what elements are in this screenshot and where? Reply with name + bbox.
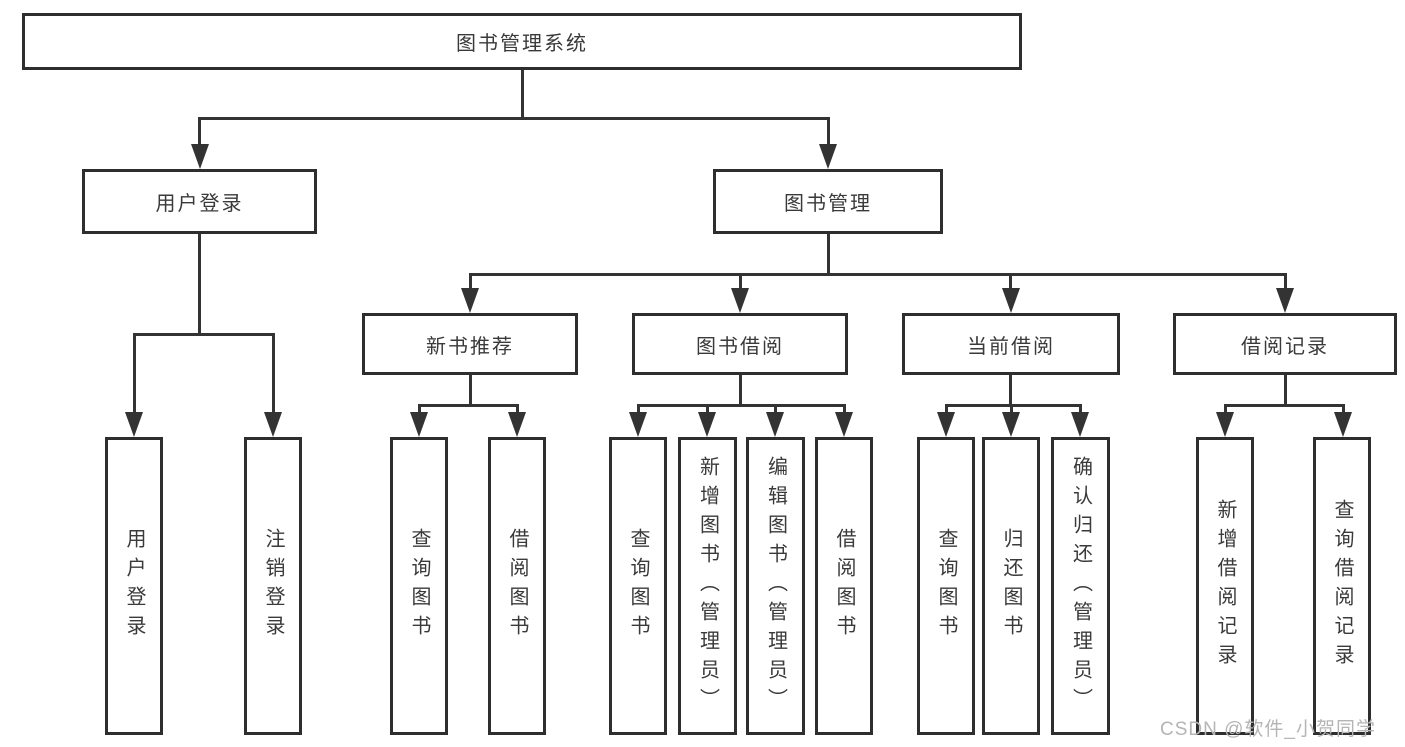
connector-line <box>1223 404 1227 416</box>
connector-line <box>417 404 519 407</box>
leaf-add-borrow-record-label: 新增借阅记录 <box>1214 499 1236 673</box>
arrowhead-icon <box>1002 412 1020 437</box>
connector-line <box>826 117 830 155</box>
leaf-return-books-label: 归还图书 <box>1000 528 1022 644</box>
connector-line <box>738 273 742 290</box>
connector-line <box>132 333 136 413</box>
connector-line <box>1009 375 1012 406</box>
leaf-confirm-return-admin-label: 确认归还（管理员） <box>1069 455 1092 717</box>
connector-line <box>271 333 275 413</box>
connector-line <box>132 333 275 336</box>
arrowhead-icon <box>190 144 209 169</box>
node-user-login: 用户登录 <box>82 169 317 234</box>
leaf-borrow-books-label: 借阅图书 <box>833 528 855 644</box>
node-user-login-label: 用户登录 <box>155 193 244 215</box>
leaf-query-borrow-record: 查询借阅记录 <box>1313 437 1371 735</box>
connector-line <box>944 404 1082 407</box>
arrowhead-icon <box>1216 412 1234 437</box>
leaf-query-books-recommend: 查询图书 <box>390 437 448 735</box>
node-current-borrow-label: 当前借阅 <box>967 335 1055 358</box>
leaf-query-books-recommend-label: 查询图书 <box>408 528 430 644</box>
root-node: 图书管理系统 <box>22 13 1022 70</box>
leaf-confirm-return-admin: 确认归还（管理员） <box>1051 437 1110 735</box>
arrowhead-icon <box>1001 288 1020 313</box>
arrowhead-icon <box>410 412 428 437</box>
arrowhead-icon <box>766 412 784 437</box>
arrowhead-icon <box>1071 412 1089 437</box>
connector-line <box>1009 273 1012 290</box>
connector-line <box>468 375 472 406</box>
leaf-user-login-label: 用户登录 <box>123 528 145 644</box>
connector-line <box>198 117 830 120</box>
node-book-management-label: 图书管理 <box>784 193 872 215</box>
leaf-add-books-admin-label: 新增图书（管理员） <box>696 455 719 717</box>
arrowhead-icon <box>698 412 716 437</box>
node-book-management: 图书管理 <box>713 169 943 234</box>
arrowhead-icon <box>461 288 479 313</box>
leaf-add-borrow-record: 新增借阅记录 <box>1196 437 1254 735</box>
connector-line <box>636 404 640 416</box>
leaf-add-books-admin: 新增图书（管理员） <box>678 437 737 735</box>
root-node-label: 图书管理系统 <box>456 33 588 55</box>
arrowhead-icon <box>1276 288 1294 313</box>
arrowhead-icon <box>937 412 955 437</box>
leaf-query-borrow-record-label: 查询借阅记录 <box>1331 499 1353 673</box>
leaf-query-books-borrow-label: 查询图书 <box>627 528 649 644</box>
connector-line <box>842 404 846 416</box>
connector-line <box>636 404 846 407</box>
node-new-book-recommend: 新书推荐 <box>362 313 578 375</box>
node-borrow-records-label: 借阅记录 <box>1241 335 1329 358</box>
connector-line <box>773 404 777 416</box>
arrowhead-icon <box>819 144 837 169</box>
leaf-edit-books-admin-label: 编辑图书（管理员） <box>764 455 787 717</box>
connector-line <box>198 117 201 155</box>
connector-line <box>468 273 1287 276</box>
node-borrow-records: 借阅记录 <box>1173 313 1397 375</box>
arrowhead-icon <box>835 412 853 437</box>
leaf-query-books-current-label: 查询图书 <box>935 528 957 644</box>
connector-line <box>1223 404 1345 407</box>
leaf-borrow-books: 借阅图书 <box>815 437 873 735</box>
csdn-watermark: CSDN @软件_小贺同学 <box>1160 719 1376 740</box>
leaf-logout-login-label: 注销登录 <box>262 528 284 644</box>
leaf-logout-login: 注销登录 <box>244 437 302 735</box>
arrowhead-icon <box>731 288 749 313</box>
node-new-book-recommend-label: 新书推荐 <box>426 335 514 358</box>
connector-line <box>1009 404 1013 416</box>
connector-line <box>705 404 709 416</box>
leaf-user-login: 用户登录 <box>105 437 163 735</box>
node-current-borrow: 当前借阅 <box>902 313 1120 375</box>
connector-line <box>515 404 519 416</box>
leaf-query-books-borrow: 查询图书 <box>609 437 667 735</box>
arrowhead-icon <box>629 412 647 437</box>
leaf-return-books: 归还图书 <box>982 437 1040 735</box>
arrowhead-icon <box>125 412 143 437</box>
connector-line <box>468 273 472 290</box>
leaf-borrow-books-recommend: 借阅图书 <box>488 437 546 735</box>
node-book-borrow-label: 图书借阅 <box>696 335 784 358</box>
leaf-borrow-books-recommend-label: 借阅图书 <box>506 528 528 644</box>
connector-line <box>738 375 742 406</box>
connector-line <box>1341 404 1345 416</box>
connector-line <box>944 404 948 416</box>
arrowhead-icon <box>508 412 526 437</box>
connector-line <box>826 233 830 275</box>
leaf-query-books-current: 查询图书 <box>917 437 975 735</box>
leaf-edit-books-admin: 编辑图书（管理员） <box>746 437 805 735</box>
arrowhead-icon <box>264 412 282 437</box>
arrowhead-icon <box>1334 412 1352 437</box>
connector-line <box>198 233 201 335</box>
connector-line <box>1283 273 1287 290</box>
connector-line <box>520 69 524 119</box>
connector-line <box>417 404 421 416</box>
connector-line <box>1283 375 1287 406</box>
node-book-borrow: 图书借阅 <box>632 313 848 375</box>
connector-line <box>1078 404 1082 416</box>
